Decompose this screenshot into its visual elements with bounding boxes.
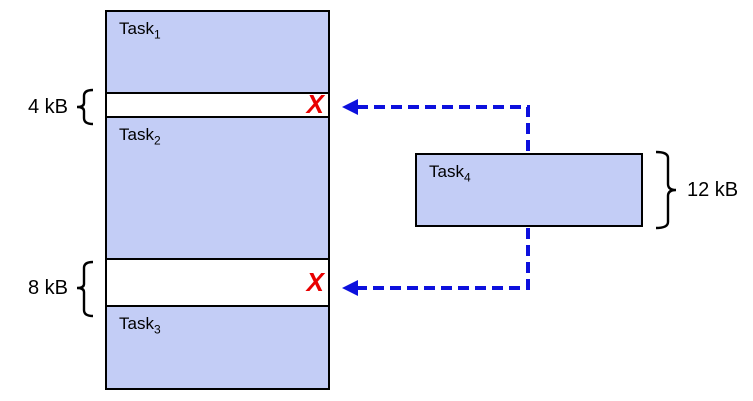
brace-4kb [76, 88, 94, 126]
task2-block: Task2 [107, 118, 328, 260]
brace-12kb [655, 150, 677, 230]
task2-label: Task2 [119, 125, 161, 148]
free-gap-8kb: X [107, 260, 328, 307]
free-gap-4kb: X [107, 88, 328, 119]
arrow-task4-to-4kb-gap [357, 105, 530, 151]
brace-8kb [76, 260, 94, 318]
gap-size-label-4kb: 4 kB [27, 96, 68, 118]
gap-size-label-8kb: 8 kB [27, 277, 68, 299]
reject-x-mark-top: X [306, 88, 324, 119]
task1-label: Task1 [119, 19, 161, 42]
memory-column: Task1 X Task2 X Task3 [105, 10, 330, 390]
task3-block: Task3 [107, 307, 328, 388]
arrow-task4-to-8kb-gap [357, 228, 530, 290]
task4-block: Task4 [415, 153, 643, 227]
reject-x-mark-bottom: X [306, 266, 324, 297]
task4-label: Task4 [429, 162, 471, 185]
arrowhead-4kb [342, 99, 358, 115]
arrowhead-8kb [342, 280, 358, 296]
task4-size-label: 12 kB [687, 179, 739, 201]
task3-label: Task3 [119, 314, 161, 337]
task1-block: Task1 [107, 12, 328, 94]
